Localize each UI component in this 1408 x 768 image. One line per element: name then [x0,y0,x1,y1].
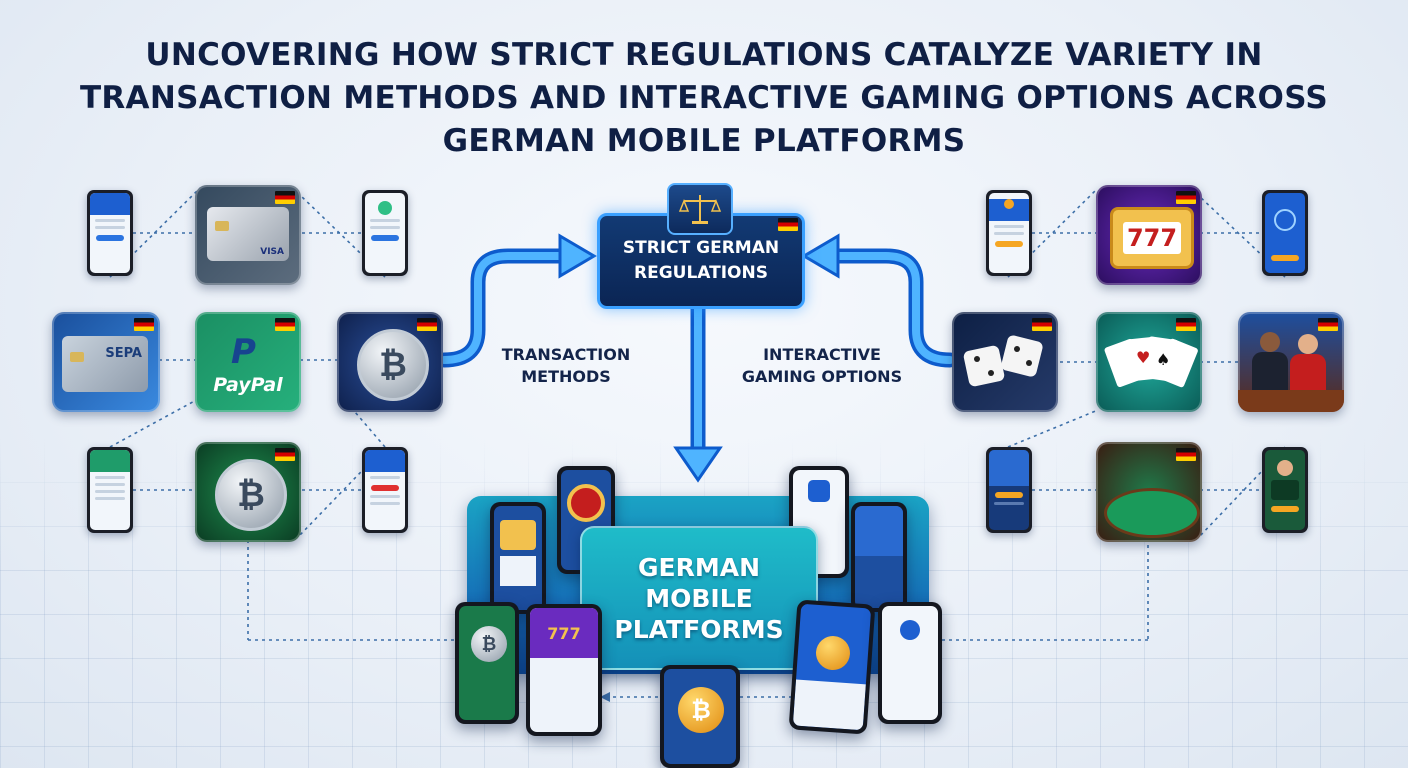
playing-cards-tile: ♥ ♠ [1096,312,1202,412]
phone-live-dealer-platform [851,502,907,612]
credit-card-tile: VISA [195,185,301,285]
german-flag-icon [134,318,154,331]
german-flag-icon [1176,318,1196,331]
dotted-connectors [109,187,1286,698]
crypto-green-tile: ₿ [195,442,301,542]
sepa-card-tile: SEPA [52,312,160,412]
bitcoin-coin-icon: ₿ [357,329,429,401]
phone-slots-platform: 777 [526,604,602,736]
dice-tile [952,312,1058,412]
phone-game-app [1262,190,1308,276]
german-flag-icon [275,191,295,204]
german-flag-icon [275,448,295,461]
german-flag-icon [275,318,295,331]
phone-dealer-app [1262,447,1308,533]
german-flag-icon [1032,318,1052,331]
slot-machine-icon: 777 [1110,207,1194,269]
regulations-line-2: REGULATIONS [634,263,768,283]
paypal-logo-icon: P [231,332,256,372]
phone-crypto-wallet: ₿ [455,602,519,724]
phone-live-casino-app [986,447,1032,533]
arrow-heads [558,233,840,702]
regulations-line-1: STRICT GERMAN [622,238,780,258]
poker-table-tile [1096,442,1202,542]
slot-machine-tile: 777 [1096,185,1202,285]
paypal-tile: P PayPal [195,312,301,412]
live-dealer-tile [1238,312,1344,412]
german-flag-icon [1318,318,1338,331]
german-flag-icon [1176,448,1196,461]
phone-deposit-platform [878,602,942,724]
german-flag-icon [778,218,798,231]
scales-of-justice-icon [667,183,733,235]
phone-coin-platform [788,599,876,735]
paypal-label: PayPal [213,374,283,396]
phone-slots-app [490,502,546,614]
phone-bitcoin-platform: ₿ [660,665,740,768]
phone-banking-app [87,447,133,533]
bitcoin-coin-icon: ₿ [215,459,287,531]
phone-wallet-app [362,190,408,276]
phone-payment-app [362,447,408,533]
visa-label: VISA [260,247,284,257]
sepa-label: SEPA [105,346,142,361]
phone-paypal-platform [789,466,849,578]
german-flag-icon [417,318,437,331]
page-title: UNCOVERING HOW STRICT REGULATIONS CATALY… [79,37,1329,159]
phone-paypal-app [87,190,133,276]
bitcoin-tile: ₿ [337,312,443,412]
poker-table-icon [1104,488,1200,538]
flow-arrows [436,248,958,460]
german-flag-icon [1176,191,1196,204]
phone-casino-app [986,190,1032,276]
